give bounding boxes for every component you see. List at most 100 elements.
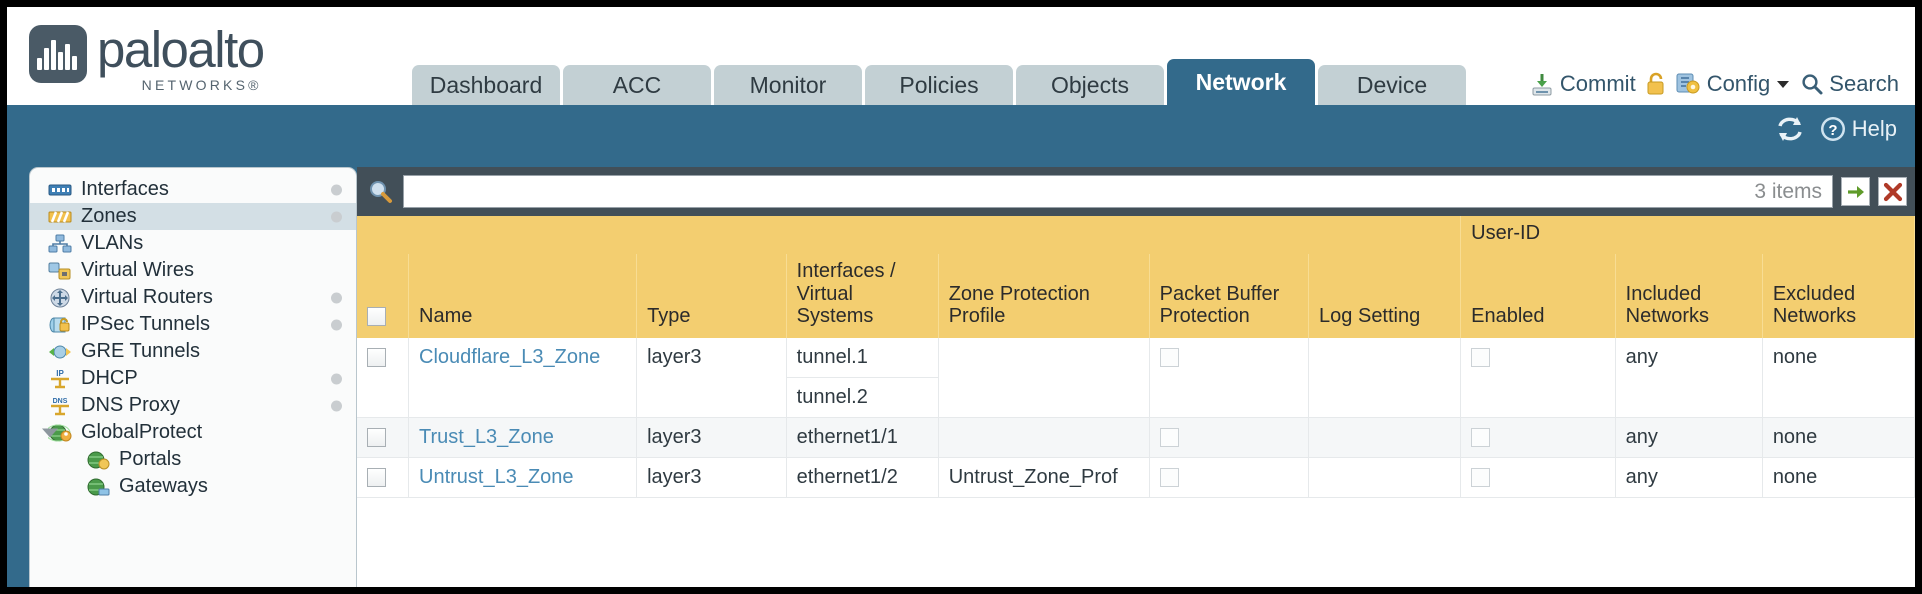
- clear-filter-button[interactable]: [1878, 177, 1907, 206]
- help-button[interactable]: ? Help: [1819, 115, 1897, 143]
- search-button[interactable]: Search: [1800, 71, 1899, 97]
- userid-enabled-checkbox[interactable]: [1471, 347, 1491, 367]
- sidebar-item-label: Virtual Wires: [81, 259, 194, 281]
- cell-name: Cloudflare_L3_Zone: [408, 337, 638, 418]
- sidebar-item-label: Interfaces: [81, 178, 169, 200]
- sidebar-item-ipsec-tunnels[interactable]: IPSec Tunnels: [30, 311, 356, 338]
- chevron-down-icon[interactable]: [42, 428, 58, 437]
- sidebar-item-vlans[interactable]: VLANs: [30, 230, 356, 257]
- cell-excluded-networks: none: [1762, 337, 1915, 418]
- svg-text:DNS: DNS: [53, 398, 68, 405]
- sidebar-item-status-dot: [331, 184, 342, 195]
- interface-entry: ethernet1/1: [796, 425, 898, 448]
- sidebar-item-gre-tunnels[interactable]: GRE Tunnels: [30, 338, 356, 365]
- column-header-excluded-networks[interactable]: Excluded Networks: [1762, 254, 1915, 338]
- cell-zone-protection-profile: Untrust_Zone_Prof: [938, 457, 1150, 498]
- column-header-included-networks[interactable]: Included Networks: [1615, 254, 1763, 338]
- column-header-enabled[interactable]: Enabled: [1460, 254, 1616, 338]
- column-header-type[interactable]: Type: [636, 254, 787, 338]
- userid-enabled-checkbox[interactable]: [1471, 467, 1491, 487]
- tab-label: Monitor: [749, 71, 827, 98]
- interface-entry: tunnel.2: [796, 385, 868, 408]
- config-label: Config: [1706, 71, 1771, 96]
- refresh-icon[interactable]: [1775, 115, 1805, 143]
- cell-included-networks: any: [1615, 457, 1763, 498]
- sidebar-item-dns-proxy[interactable]: DNS DNS Proxy: [30, 392, 356, 419]
- zone-name-link[interactable]: Trust_L3_Zone: [419, 425, 554, 448]
- filter-input[interactable]: 3 items: [403, 175, 1833, 208]
- packet-buffer-protection-checkbox[interactable]: [1159, 347, 1179, 367]
- sidebar-item-gateways[interactable]: Gateways: [30, 473, 356, 500]
- tab-objects[interactable]: Objects: [1016, 65, 1164, 105]
- sidebar-item-zones[interactable]: Zones: [30, 203, 356, 230]
- column-header-interfaces-virtual-systems[interactable]: Interfaces / Virtual Systems: [786, 254, 939, 338]
- interface-entry: ethernet1/2: [796, 465, 898, 488]
- sidebar-item-label: GRE Tunnels: [81, 340, 200, 362]
- zone-name-link[interactable]: Untrust_L3_Zone: [419, 465, 574, 488]
- tab-monitor[interactable]: Monitor: [714, 65, 862, 105]
- column-header-zone-protection-profile[interactable]: Zone Protection Profile: [938, 254, 1150, 338]
- row-select-checkbox[interactable]: [367, 467, 386, 487]
- column-header-packet-buffer-protection[interactable]: Packet Buffer Protection: [1149, 254, 1310, 338]
- row-select-cell: [357, 457, 409, 498]
- cell-userid-enabled: [1460, 417, 1616, 458]
- interfaces-icon: [47, 180, 73, 200]
- column-header-name[interactable]: Name: [408, 254, 638, 338]
- top-bar: paloalto NETWORKS® Dashboard ACC Monitor Po…: [7, 7, 1915, 105]
- sidebar-item-virtual-wires[interactable]: Virtual Wires: [30, 257, 356, 284]
- row-select-cell: [357, 337, 409, 418]
- column-header-log-setting[interactable]: Log Setting: [1308, 254, 1462, 338]
- userid-enabled-checkbox[interactable]: [1471, 427, 1491, 447]
- tab-network[interactable]: Network: [1167, 59, 1315, 105]
- sidebar-item-label: Zones: [81, 205, 137, 227]
- secondary-bar-actions: ? Help: [1775, 115, 1897, 143]
- svg-text:IP: IP: [56, 369, 64, 378]
- sidebar-item-label: DNS Proxy: [81, 394, 180, 416]
- tab-acc[interactable]: ACC: [563, 65, 711, 105]
- config-dropdown[interactable]: Config: [1676, 71, 1792, 97]
- tab-device[interactable]: Device: [1318, 65, 1466, 105]
- sidebar-item-label: Gateways: [119, 475, 208, 497]
- brand-logo: paloalto NETWORKS®: [29, 21, 265, 93]
- cell-name: Trust_L3_Zone: [408, 417, 638, 458]
- row-select-checkbox[interactable]: [367, 427, 386, 447]
- cell-included-networks: any: [1615, 337, 1763, 418]
- sidebar-item-status-dot: [331, 292, 342, 303]
- commit-button[interactable]: Commit: [1529, 71, 1636, 97]
- sidebar-item-virtual-routers[interactable]: Virtual Routers: [30, 284, 356, 311]
- row-select-checkbox[interactable]: [367, 347, 386, 367]
- config-icon: [1676, 71, 1702, 97]
- apply-filter-button[interactable]: [1841, 177, 1870, 206]
- tab-policies[interactable]: Policies: [865, 65, 1013, 105]
- select-all-checkbox[interactable]: [367, 307, 386, 327]
- cell-log-setting: [1308, 417, 1462, 458]
- zone-name-link[interactable]: Cloudflare_L3_Zone: [419, 345, 601, 368]
- tab-label: Dashboard: [429, 71, 543, 98]
- sidebar-item-globalprotect[interactable]: GlobalProtect: [30, 419, 356, 446]
- sidebar-item-portals[interactable]: Portals: [30, 446, 356, 473]
- brand-name: paloalto: [97, 21, 265, 78]
- sidebar-item-interfaces[interactable]: Interfaces: [30, 176, 356, 203]
- filter-search-icon[interactable]: [367, 178, 395, 206]
- cell-included-networks: any: [1615, 417, 1763, 458]
- virtual-wires-icon: [47, 261, 73, 281]
- lock-button[interactable]: [1645, 71, 1667, 97]
- sidebar-item-label: Virtual Routers: [81, 286, 213, 308]
- tab-dashboard[interactable]: Dashboard: [412, 65, 560, 105]
- dhcp-icon: IP: [47, 369, 73, 389]
- help-label: Help: [1851, 116, 1897, 141]
- cell-name: Untrust_L3_Zone: [408, 457, 638, 498]
- svg-text:?: ?: [1828, 122, 1837, 139]
- packet-buffer-protection-checkbox[interactable]: [1159, 467, 1179, 487]
- packet-buffer-protection-checkbox[interactable]: [1159, 427, 1179, 447]
